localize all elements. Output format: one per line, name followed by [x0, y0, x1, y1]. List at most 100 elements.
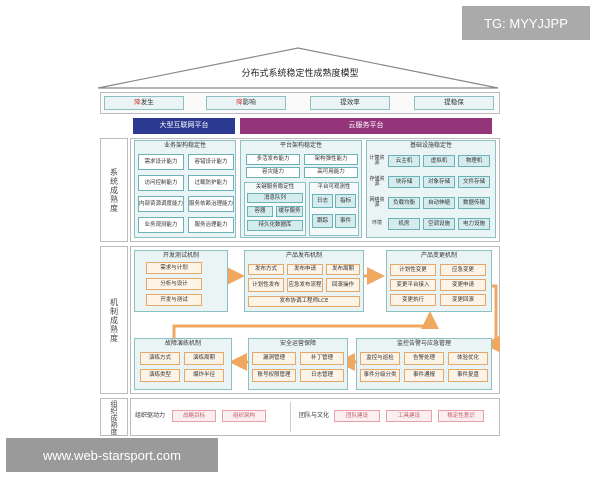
platform-item: 容灾能力: [246, 167, 300, 178]
business-item: 内部资源调度能力: [138, 196, 184, 212]
infra-group-label: 环境: [371, 220, 382, 227]
release-item: 应急发布流程: [287, 278, 323, 292]
infra-item: 文件存储: [458, 176, 490, 188]
ops-title: 监控告警与应急管理: [396, 339, 451, 347]
fault-drill-item: 演练方式: [140, 352, 180, 365]
release-title: 产品发布机制: [285, 251, 322, 259]
dev-test-item: 开发与测试: [146, 294, 202, 306]
fault-drill-item: 演练类型: [140, 369, 180, 382]
platform-item: 高可用能力: [304, 167, 358, 178]
watermark-bottom: www.web-starsport.com: [6, 438, 218, 472]
goal-text: 影响: [242, 98, 256, 107]
goal-text: 提稳保: [444, 98, 464, 107]
infra-item: 物理机: [458, 155, 490, 167]
observability-item: 跟踪: [312, 214, 333, 228]
change-item: 变更执行: [390, 294, 436, 306]
org-right-item: 稳定性意识: [438, 410, 484, 422]
infra-item: 块存储: [388, 176, 420, 188]
infra-group-label: 存储资源: [369, 175, 385, 187]
business-item: 业务观测能力: [138, 217, 184, 233]
release-item: 发布方式: [248, 264, 284, 275]
infra-item: 云主机: [388, 155, 420, 167]
system-row-frame: [130, 138, 500, 242]
release-item: 发布申请: [287, 264, 323, 275]
mechanism-row-frame: [130, 246, 500, 394]
fault-drill-item: 爆炸半径: [184, 369, 224, 382]
dev-test-item: 需求与计划: [146, 262, 202, 274]
ops-item: 事件通报: [404, 369, 444, 382]
security-item: 账号权限管理: [252, 369, 296, 382]
business-title: 业务架构稳定性: [163, 141, 206, 149]
fault-drill-item: 演练周期: [184, 352, 224, 365]
row-label-mechanism-bg: [100, 246, 128, 394]
row-label-org-bg: [100, 398, 128, 436]
watermark-top: TG: MYYJJPP: [462, 6, 590, 40]
key-service-item: 缓存服务: [276, 206, 303, 217]
change-item: 变更回滚: [440, 294, 486, 306]
business-item: 过载防护能力: [188, 175, 234, 191]
infra-item: 负载均衡: [388, 197, 420, 209]
fault-drill-title: 故障演练机制: [164, 339, 201, 347]
goal-text: 提效率: [340, 98, 360, 107]
business-item: 需求设计能力: [138, 154, 184, 170]
roof-shape: [97, 47, 499, 89]
change-item: 应急变更: [440, 264, 486, 276]
org-left-label: 组织驱动力: [134, 411, 165, 419]
business-item: 服务治理能力: [188, 217, 234, 233]
platform-title: 平台架构稳定性: [279, 141, 322, 149]
key-service-item: 消息队列: [247, 193, 303, 203]
key-services-title: 关键服务稳定性: [255, 183, 295, 190]
infra-item: 机房: [388, 218, 420, 230]
release-item: 发布周期: [326, 264, 360, 275]
row-label-mechanism: 机制成熟度: [109, 297, 119, 343]
goals-row: [100, 92, 500, 114]
infra-item: 虚拟机: [423, 155, 455, 167]
change-item: 计划性变更: [390, 264, 436, 276]
business-item: 访问控制能力: [138, 175, 184, 191]
dev-test-title: 开发测试机制: [162, 251, 199, 259]
goal-3: 提稳保: [414, 96, 494, 110]
org-right-item: 工具建设: [386, 410, 432, 422]
observability-item: 日志: [312, 194, 333, 208]
ops-item: 事件复盘: [448, 369, 488, 382]
diagram-title: 分布式系统稳定性成熟度模型: [241, 69, 359, 80]
platform-internet: 大型互联网平台: [133, 118, 235, 134]
goal-text: 发生: [140, 98, 154, 107]
org-left-item: 战略目标: [172, 410, 216, 422]
security-title: 安全运营保障: [279, 339, 316, 347]
goal-0: 降发生: [104, 96, 184, 110]
release-item: 发布协调工程师LCE: [248, 296, 360, 307]
infra-item: 空调设施: [423, 218, 455, 230]
observability-item: 指标: [335, 194, 356, 208]
row-label-org: 组织成熟度: [110, 399, 118, 435]
security-item: 日志管理: [300, 369, 344, 382]
key-service-item: 容器: [247, 206, 273, 217]
security-item: 漏洞管理: [252, 352, 296, 365]
infra-group-label: 网络资源: [369, 196, 385, 208]
goal-lead: 降: [236, 98, 243, 107]
observability-item: 事件: [335, 214, 356, 228]
org-left-item: 组织架构: [222, 410, 266, 422]
org-right-label: 团队与文化: [298, 411, 329, 419]
infra-item: 自动伸缩: [423, 197, 455, 209]
security-item: 补丁管理: [300, 352, 344, 365]
infra-item: 电力设施: [458, 218, 490, 230]
platform-item: 架构弹性能力: [304, 154, 358, 165]
infra-group-label: 计算资源: [369, 154, 385, 166]
org-divider: [290, 402, 291, 432]
business-item: 容错设计能力: [188, 154, 234, 170]
ops-item: 体验优化: [448, 352, 488, 365]
change-item: 变更申请: [440, 279, 486, 291]
platform-item: 多活发布能力: [246, 154, 300, 165]
change-title: 产品变更机制: [420, 251, 457, 259]
org-row-frame: [130, 398, 500, 436]
platform-cloud: 云服务平台: [240, 118, 492, 134]
infra-item: 数据传输: [458, 197, 490, 209]
goal-2: 提效率: [310, 96, 390, 110]
goal-lead: 降: [134, 98, 141, 107]
goal-1: 降影响: [206, 96, 286, 110]
dev-test-item: 分析与设计: [146, 278, 202, 290]
row-label-system: 系统成熟度: [109, 167, 119, 213]
observability-title: 平台可观测性: [317, 183, 351, 190]
